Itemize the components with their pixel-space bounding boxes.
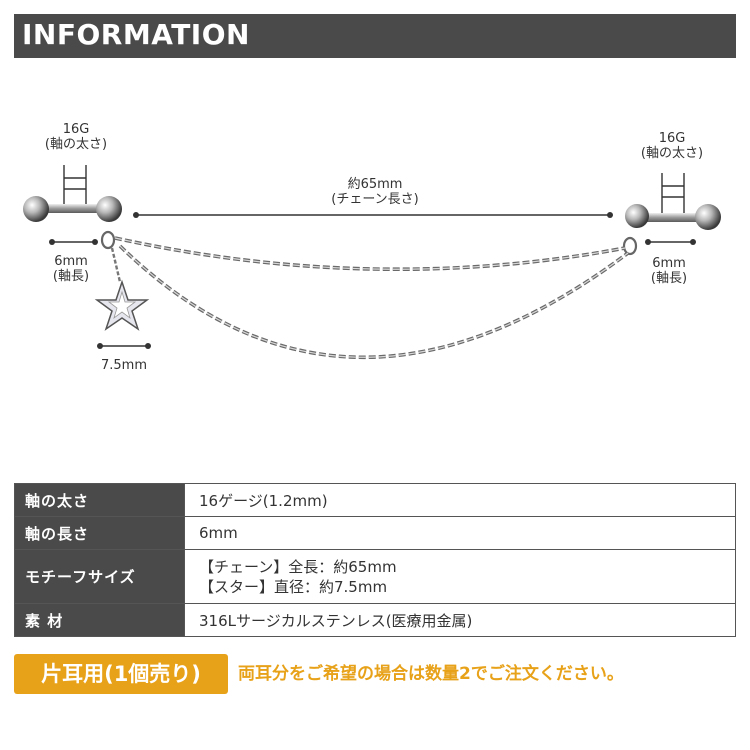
spec-label: モチーフサイズ (14, 549, 185, 604)
spec-row: 軸の太さ 16ゲージ(1.2mm) (14, 483, 736, 517)
order-note: 両耳分をご希望の場合は数量2でご注文ください。 (238, 664, 624, 684)
spec-label: 軸の長さ (14, 516, 185, 550)
spec-label: 軸の太さ (14, 483, 185, 517)
spec-row: モチーフサイズ 【チェーン】全長：約65mm 【スター】直径：約7.5mm (14, 549, 736, 604)
spec-value: 316Lサージカルステンレス(医療用金属) (184, 603, 736, 637)
gauge-right-label: 16G (軸の太さ) (640, 131, 704, 161)
gauge-left-marker (63, 165, 87, 208)
spec-value: 6mm (184, 516, 736, 550)
chain (114, 236, 630, 360)
chain-length-dimension (133, 212, 613, 218)
specs-table: 軸の太さ 16ゲージ(1.2mm) 軸の長さ 6mm モチーフサイズ 【チェーン… (14, 483, 736, 637)
product-figure: 16G (軸の太さ) 16G (軸の太さ) 約65mm (チェーン長さ) 6mm… (0, 70, 750, 470)
spec-value-line: 【チェーン】全長：約65mm (199, 557, 397, 576)
shaft-left-label: 6mm (軸長) (52, 254, 90, 284)
right-barbell (625, 204, 721, 230)
attachment-rings (100, 230, 638, 256)
chain-length-label: 約65mm (チェーン長さ) (331, 177, 419, 207)
star-charm (94, 247, 150, 331)
header-bar: INFORMATION (14, 14, 736, 58)
product-illustration (23, 165, 721, 360)
shaft-right-label: 6mm (軸長) (650, 256, 688, 286)
star-size-label: 7.5mm (100, 358, 147, 373)
gauge-right-marker (661, 173, 685, 216)
spec-value: 【チェーン】全長：約65mm 【スター】直径：約7.5mm (184, 549, 736, 604)
spec-value-line: 【スター】直径：約7.5mm (199, 577, 388, 596)
spec-value: 16ゲージ(1.2mm) (184, 483, 736, 517)
single-ear-badge: 片耳用(1個売り) (14, 654, 228, 694)
shaft-left-dimension (49, 239, 98, 245)
star-size-dimension (97, 343, 151, 349)
spec-row: 素 材 316Lサージカルステンレス(医療用金属) (14, 603, 736, 637)
gauge-left-label: 16G (軸の太さ) (44, 122, 108, 152)
left-barbell (23, 196, 122, 222)
spec-row: 軸の長さ 6mm (14, 516, 736, 550)
spec-label: 素 材 (14, 603, 185, 637)
shaft-right-dimension (645, 239, 696, 245)
page-title: INFORMATION (22, 18, 250, 51)
